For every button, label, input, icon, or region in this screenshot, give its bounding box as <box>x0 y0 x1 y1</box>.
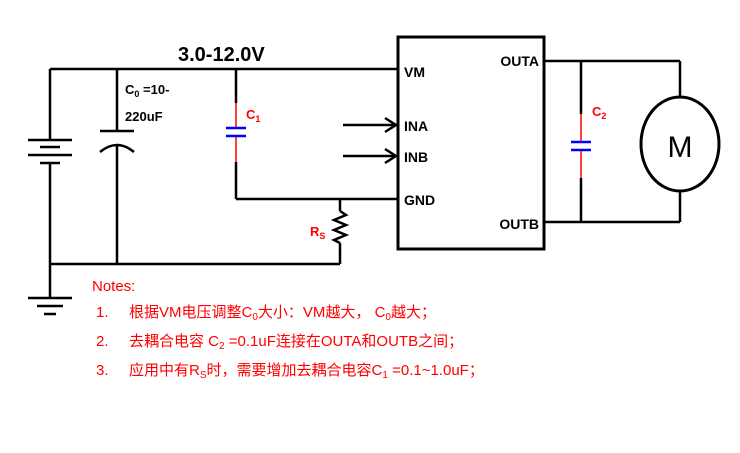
capacitor-c2-symbol <box>571 114 591 178</box>
motor-symbol: M <box>639 95 721 193</box>
pin-gnd-label: GND <box>404 192 435 208</box>
c2-label: C2 <box>592 104 606 121</box>
supply-voltage-label: 3.0-12.0V <box>178 44 265 66</box>
pin-outb-label: OUTB <box>499 216 539 232</box>
notes-block: Notes: 1. 根据VM电压调整C0大小：VM越大， C0越大； 2. 去耦… <box>92 278 484 381</box>
battery-symbol <box>28 138 72 165</box>
ground-symbol <box>28 296 72 316</box>
c1-label: C1 <box>246 107 260 124</box>
capacitor-c1-symbol <box>226 103 246 162</box>
note-number: 1. <box>96 304 109 321</box>
ina-arrow <box>343 116 399 134</box>
pin-vm-label: VM <box>404 64 425 80</box>
motor-label: M <box>668 131 693 164</box>
note-number: 3. <box>96 362 109 379</box>
pin-outa-label: OUTA <box>500 53 539 69</box>
note-2-text: 去耦合电容 C2 =0.1uF连接在OUTA和OUTB之间； <box>129 333 463 352</box>
rs-label: RS <box>310 224 325 241</box>
resistor-rs-symbol <box>330 209 350 245</box>
note-number: 2. <box>96 333 109 350</box>
driver-chip-body <box>396 35 546 251</box>
c0-label-line1: C0 =10- <box>125 82 169 99</box>
c0-label-line2: 220uF <box>125 109 163 124</box>
inb-arrow <box>343 147 399 165</box>
note-3-text: 应用中有RS时，需要增加去耦合电容C1 =0.1~1.0uF； <box>129 361 484 381</box>
pin-inb-label: INB <box>404 149 428 165</box>
pin-ina-label: INA <box>404 118 428 134</box>
wires <box>48 59 682 298</box>
notes-title: Notes: <box>92 278 135 295</box>
capacitor-c0-symbol <box>99 129 135 153</box>
note-1-text: 根据VM电压调整C0大小：VM越大， C0越大； <box>129 304 436 323</box>
